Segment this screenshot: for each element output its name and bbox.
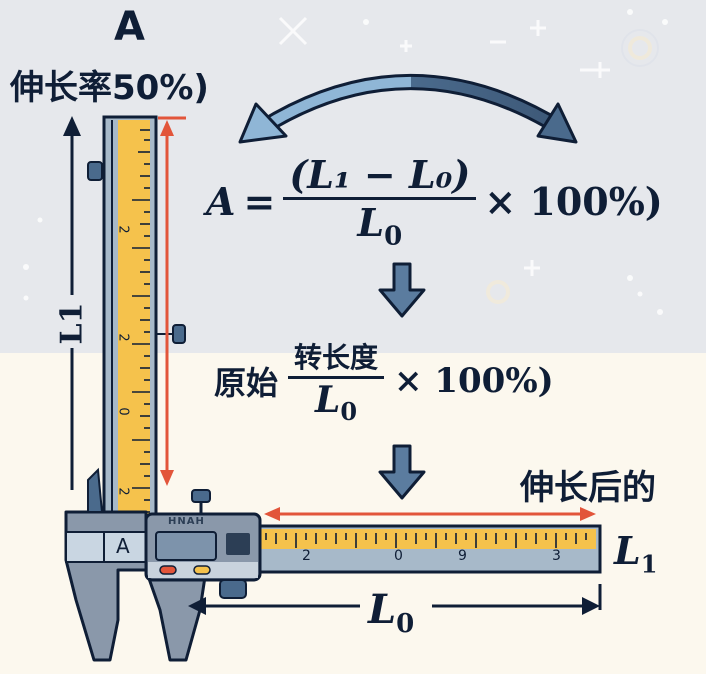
formula-text-numerator: 转长度 bbox=[294, 341, 379, 374]
formula-text: 原始 转长度 L0 × 100%) bbox=[214, 336, 554, 426]
fraction-bar bbox=[283, 197, 477, 200]
title-letter: A bbox=[114, 4, 145, 50]
formula-text-denominator: L0 bbox=[315, 379, 358, 427]
formula-multiplier: × 100%) bbox=[484, 179, 663, 225]
title-caption: 伸长率50%) bbox=[10, 68, 209, 108]
caliper-brand: HNAH bbox=[168, 516, 205, 527]
formula-denominator: L0 bbox=[357, 200, 403, 252]
formula-main: A = (L₁ − L₀) L0 × 100%) bbox=[206, 152, 663, 252]
formula-text-fraction: 转长度 L0 bbox=[288, 336, 385, 427]
l1-label: L1 bbox=[614, 528, 658, 579]
formula-text-prefix: 原始 bbox=[214, 364, 279, 403]
vertical-ruler-label: 0 bbox=[115, 407, 131, 416]
horizontal-ruler-label: 3 bbox=[552, 548, 561, 564]
horizontal-ruler-label: 0 bbox=[394, 548, 403, 564]
horizontal-ruler-label: 2 bbox=[302, 548, 311, 564]
vertical-length-label: L1 bbox=[54, 302, 90, 345]
formula-text-multiplier: × 100%) bbox=[394, 361, 554, 402]
vertical-ruler-label: 2 bbox=[115, 487, 131, 496]
formula-equals: = bbox=[243, 179, 276, 225]
l0-label: L0 bbox=[368, 586, 415, 639]
horizontal-ruler-label: 9 bbox=[458, 548, 467, 564]
vertical-ruler-label: 2 bbox=[115, 225, 131, 234]
formula-lhs: A bbox=[206, 179, 236, 225]
formula-fraction: (L₁ − L₀) L0 bbox=[283, 152, 477, 252]
after-stretch-label: 伸长后的 bbox=[520, 468, 656, 508]
formula-numerator: (L₁ − L₀) bbox=[289, 152, 471, 197]
fraction-bar bbox=[288, 376, 385, 379]
caliper-jaw-label: A bbox=[116, 534, 130, 558]
vertical-ruler-label: 2 bbox=[115, 333, 131, 342]
